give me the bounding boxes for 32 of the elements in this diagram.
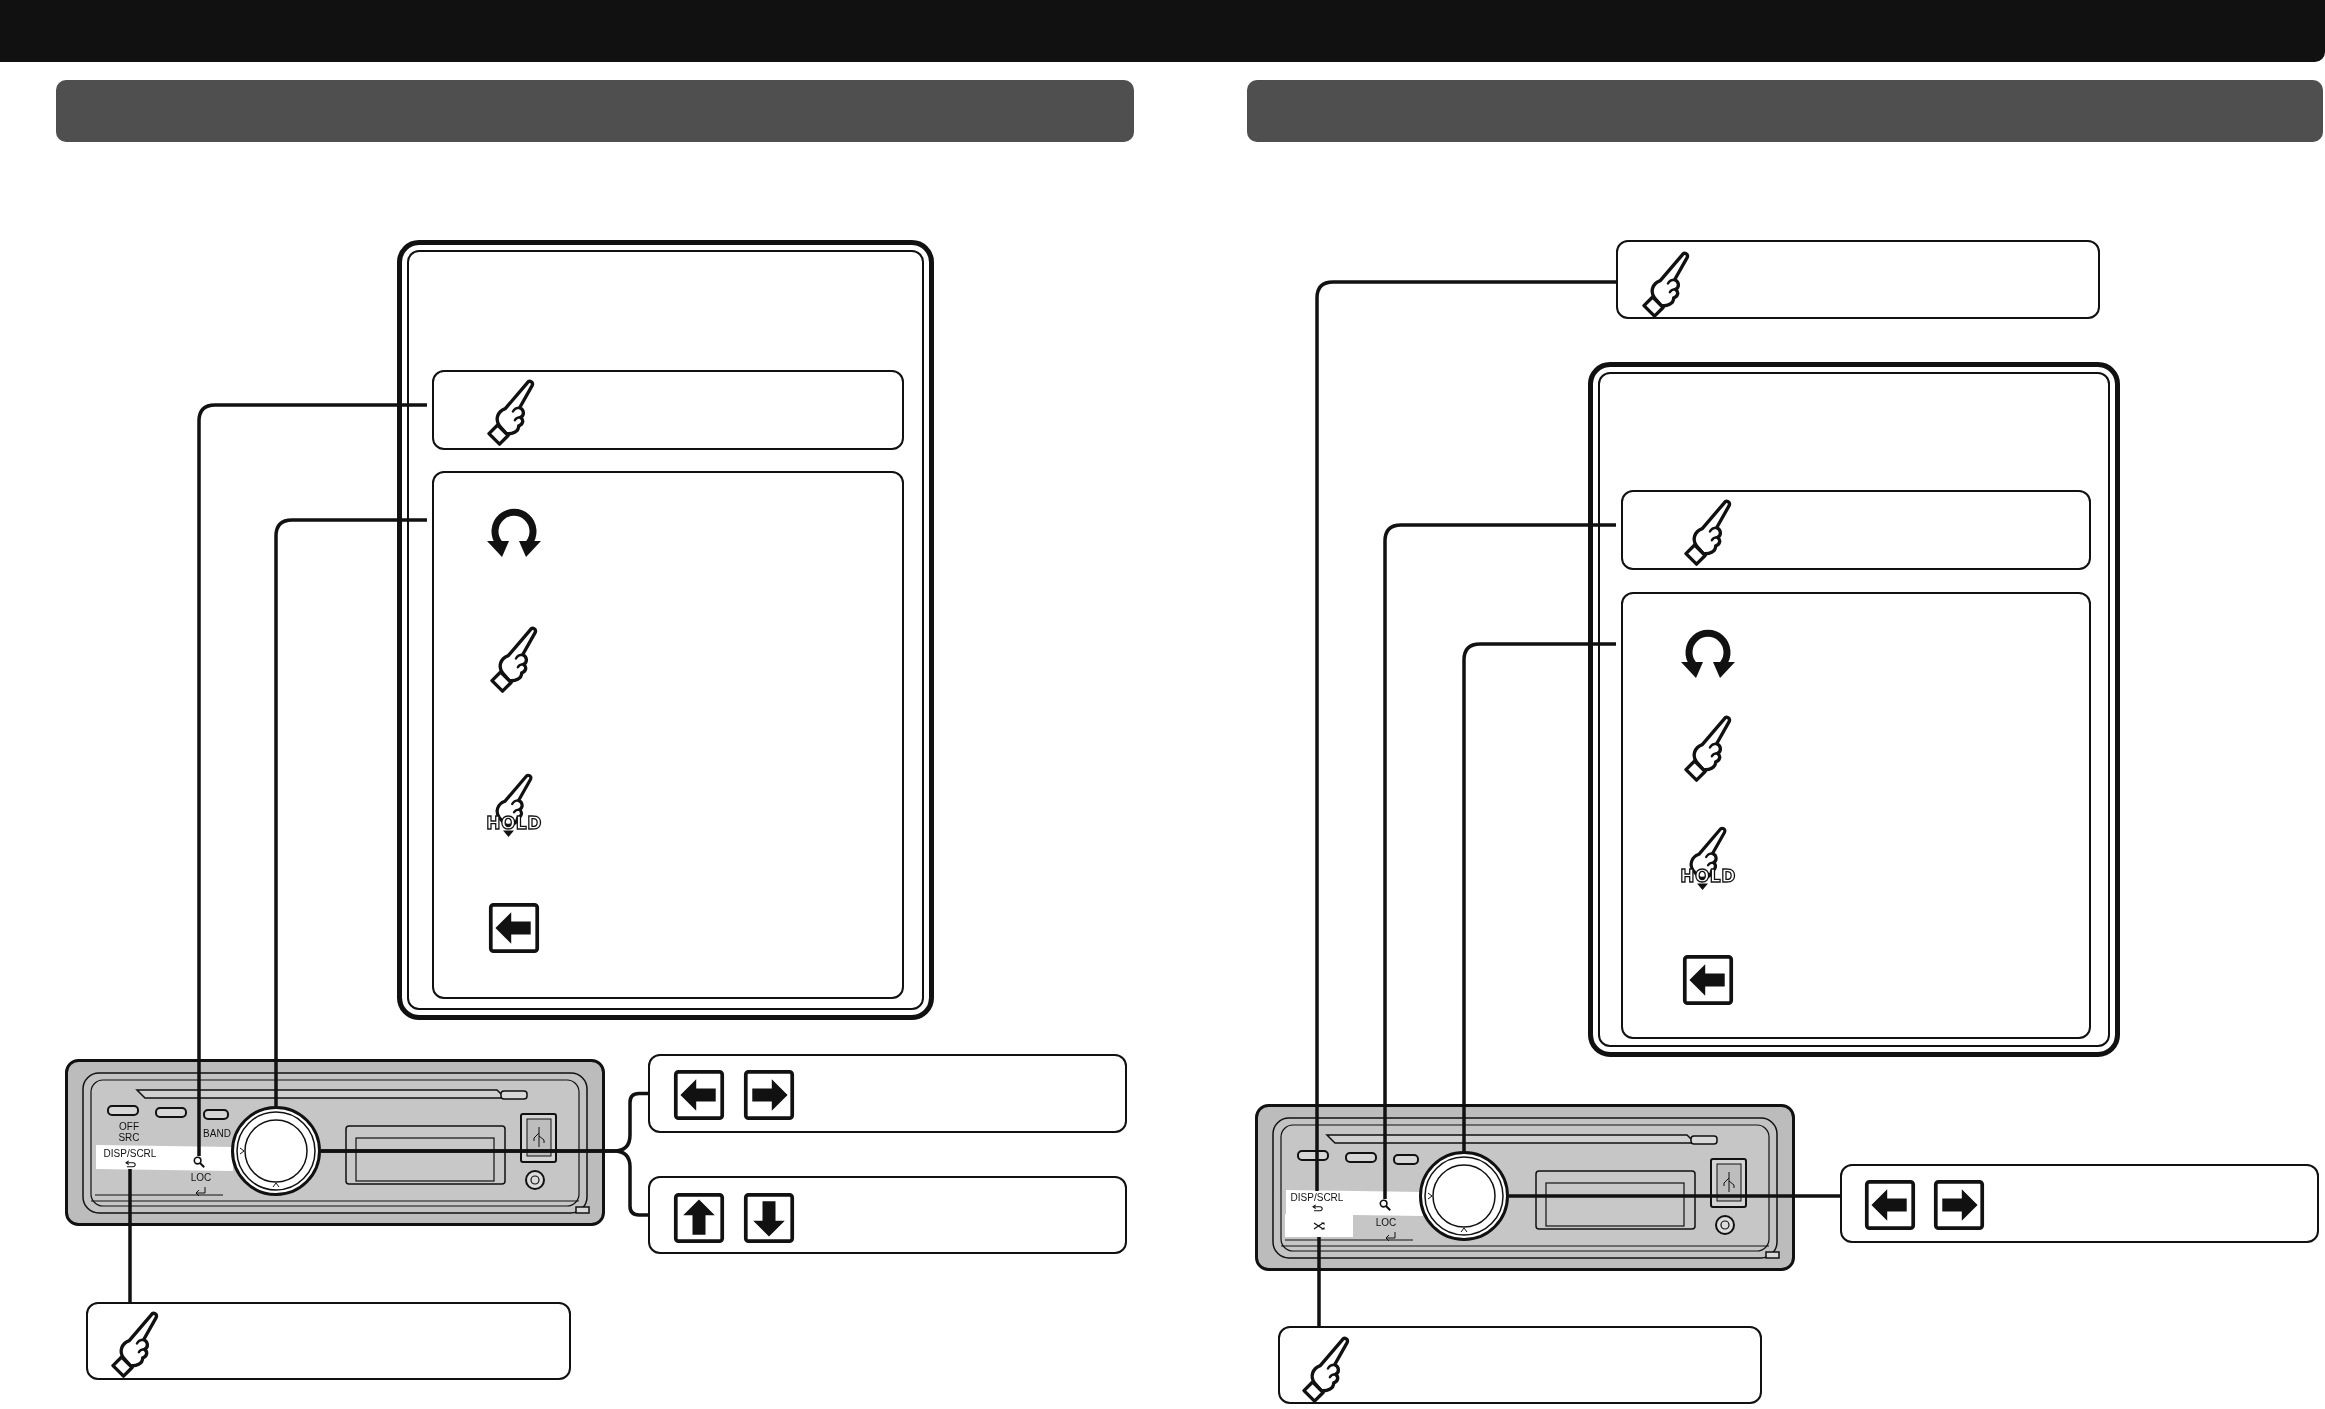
callout-panel bbox=[1588, 362, 2120, 1057]
leader-line bbox=[1509, 1194, 1840, 1198]
callout-box bbox=[432, 471, 904, 999]
leader-line bbox=[1317, 1237, 1321, 1326]
button-label: LOC bbox=[1375, 1216, 1397, 1228]
button-label: OFF bbox=[119, 1120, 139, 1132]
control-knob bbox=[231, 1106, 321, 1196]
callout-box bbox=[1621, 592, 2091, 1039]
leader-line bbox=[1462, 642, 1616, 1151]
callout-box bbox=[86, 1302, 571, 1380]
callout-box bbox=[432, 370, 904, 450]
callout-box bbox=[648, 1054, 1127, 1133]
button-label: DISP/SCRL bbox=[1290, 1191, 1344, 1203]
preset-button bbox=[1285, 1214, 1353, 1237]
leader-line bbox=[197, 403, 427, 1156]
search-icon bbox=[193, 1156, 205, 1168]
leader-line bbox=[128, 1169, 132, 1302]
control-knob bbox=[1419, 1151, 1509, 1241]
leader-line bbox=[321, 1149, 648, 1217]
callout-box bbox=[1278, 1326, 1762, 1404]
leader-line bbox=[1383, 523, 1616, 1199]
button-label: DISP/SCRL bbox=[103, 1147, 157, 1159]
callout-box bbox=[1840, 1164, 2319, 1243]
leader-line bbox=[1315, 280, 1616, 1191]
callout-box bbox=[1621, 490, 2091, 570]
callout-panel bbox=[397, 240, 934, 1020]
button-label: LOC bbox=[190, 1171, 212, 1183]
leader-line bbox=[274, 518, 427, 1106]
callout-box bbox=[1616, 240, 2100, 319]
callout-box bbox=[648, 1176, 1127, 1254]
button-label: BAND bbox=[203, 1127, 231, 1139]
search-icon bbox=[1379, 1199, 1391, 1211]
